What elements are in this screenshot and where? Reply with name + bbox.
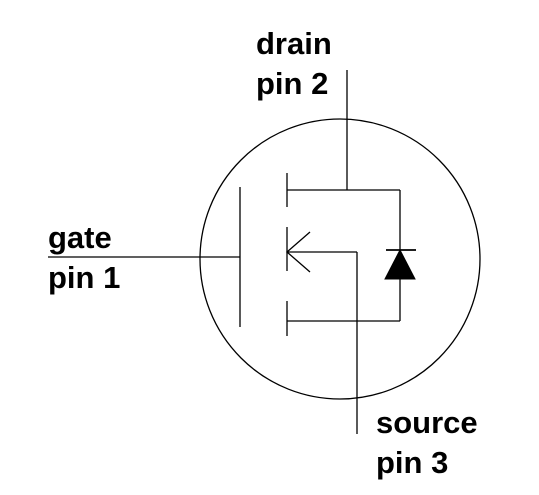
source-pin-text: pin 3 <box>376 445 449 480</box>
body-arrow <box>286 231 311 273</box>
package-outline-circle <box>199 118 481 400</box>
source-name-text: source <box>376 405 478 440</box>
drain-label: drain pin 2 <box>256 24 332 104</box>
gate-label: gate pin 1 <box>48 218 120 298</box>
drain-pin-text: pin 2 <box>256 66 329 101</box>
gate-pin-text: pin 1 <box>48 260 121 295</box>
gate-name-text: gate <box>48 220 112 255</box>
drain-name-text: drain <box>256 26 332 61</box>
diode-triangle <box>384 248 416 280</box>
source-label: source pin 3 <box>376 403 478 483</box>
